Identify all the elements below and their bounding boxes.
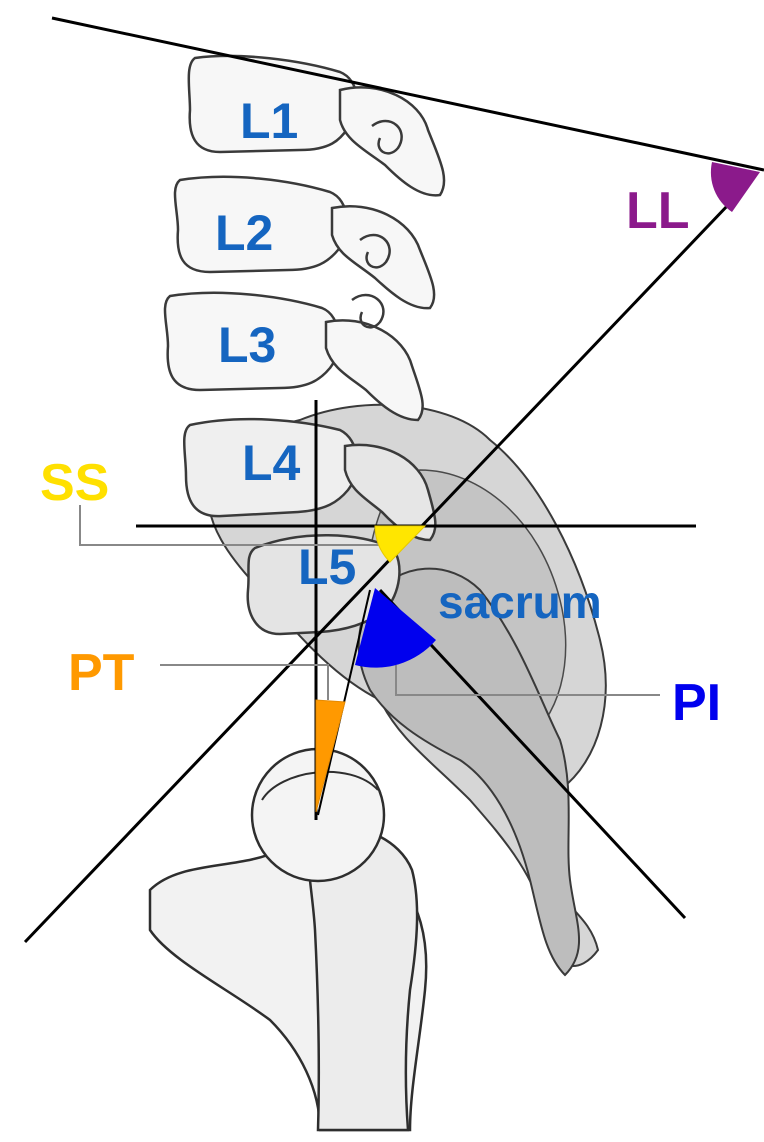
label-ll: LL	[626, 182, 690, 240]
angle-ll-wedge	[711, 162, 760, 212]
label-sacrum: sacrum	[438, 576, 602, 628]
label-l4: L4	[242, 435, 301, 491]
label-l1: L1	[240, 93, 298, 149]
label-pi: PI	[672, 674, 721, 732]
label-l5: L5	[298, 539, 356, 595]
label-ss: SS	[40, 454, 109, 512]
pt-leader	[160, 665, 328, 700]
vertebra-l3	[165, 293, 423, 420]
label-l3: L3	[218, 317, 276, 373]
label-l2: L2	[215, 205, 273, 261]
vertebra-l2	[175, 177, 434, 308]
s1-endplate-line	[25, 182, 750, 942]
label-pt: PT	[68, 644, 135, 702]
vertebra-l1	[189, 56, 444, 195]
